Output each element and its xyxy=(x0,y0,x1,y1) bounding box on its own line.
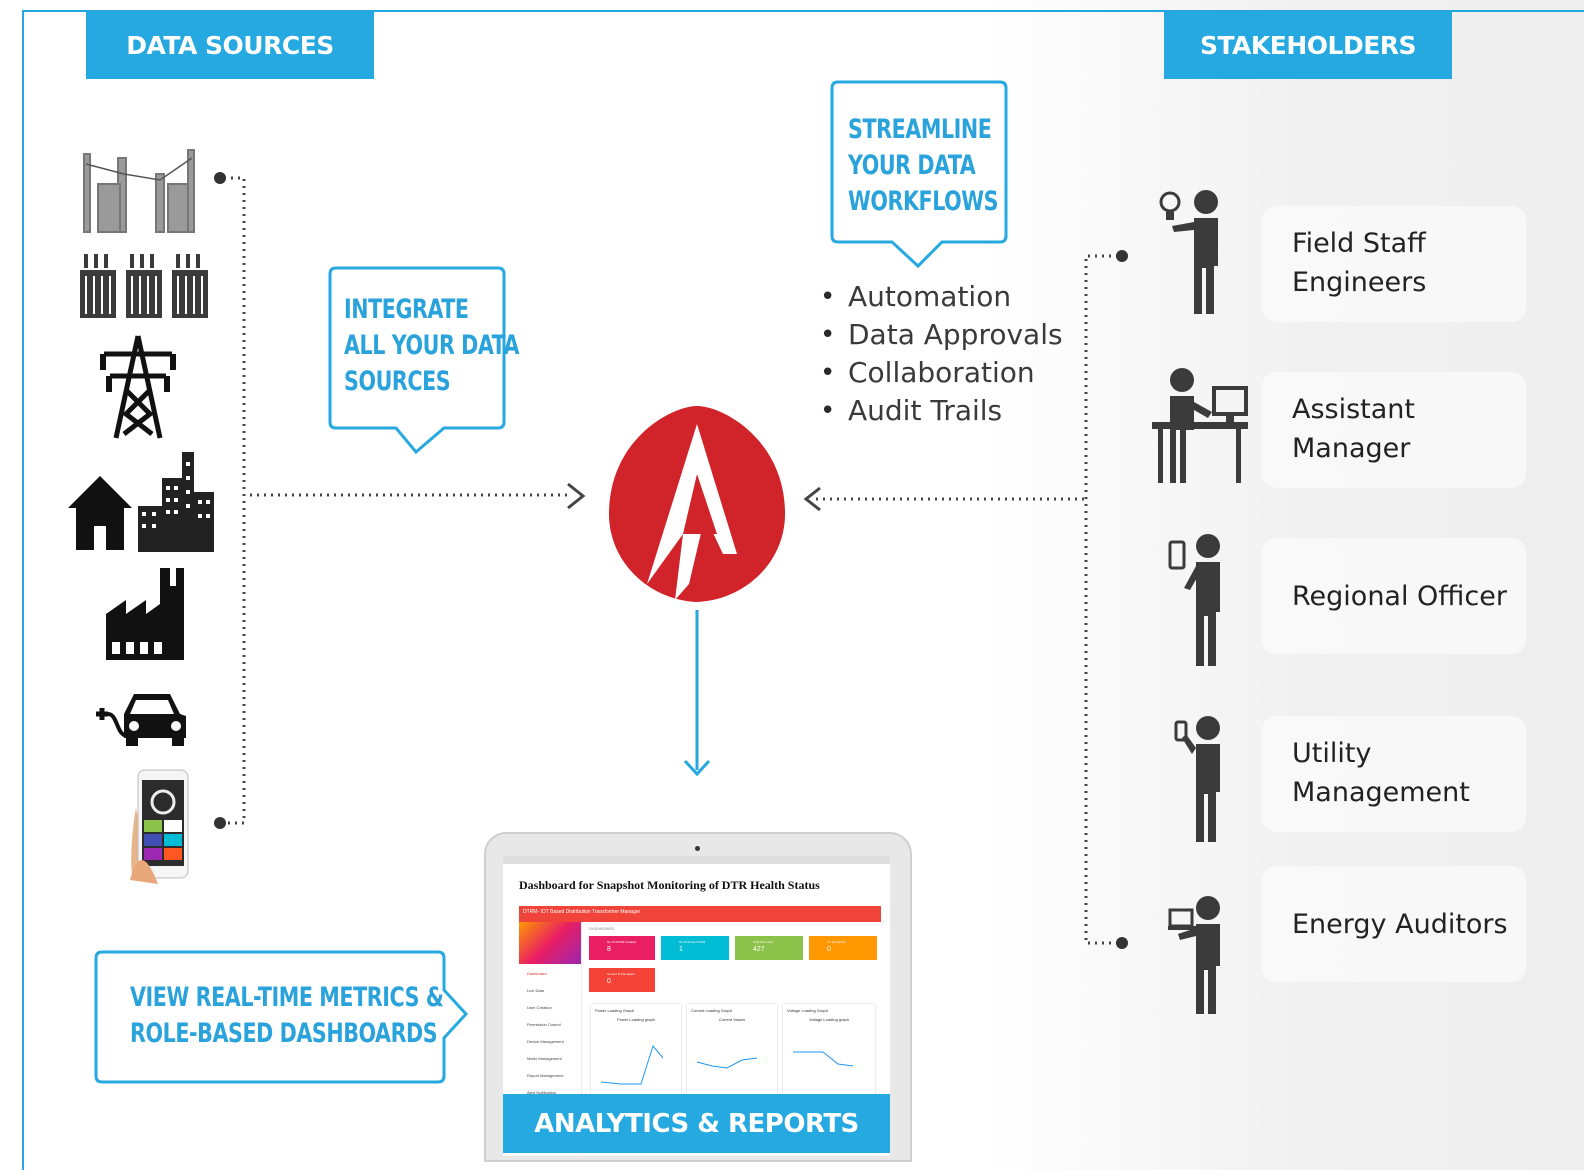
person-phone-icon xyxy=(1174,716,1220,842)
stakeholder-label-line: Regional Officer xyxy=(1292,581,1507,612)
callout-line: INTEGRATE xyxy=(344,294,469,325)
streamline-callout-text: STREAMLINE YOUR DATA WORKFLOWS xyxy=(848,112,998,220)
stat-card-value: 427 xyxy=(753,946,765,953)
feature-list: Automation Data Approvals Collaboration … xyxy=(820,278,1063,430)
callout-line: WORKFLOWS xyxy=(848,186,999,217)
stakeholder-label: Field Staff Engineers xyxy=(1292,224,1426,302)
transformers-icon xyxy=(80,254,208,318)
home-city-icon xyxy=(68,452,214,552)
app-bar-title: DTRM- IOT Based Distribution Transformer… xyxy=(523,909,641,915)
stakeholders-header: STAKEHOLDERS xyxy=(1164,12,1452,79)
stakeholder-label-line: Engineers xyxy=(1292,267,1427,298)
stat-card[interactable]: Total kVA Load 427 xyxy=(735,936,803,960)
graph-title: Power Loading graph xyxy=(616,1017,656,1022)
stakeholder-card xyxy=(1262,206,1526,322)
data-sources-header: DATA SOURCES xyxy=(86,12,374,79)
view-callout-text: VIEW REAL-TIME METRICS & ROLE-BASED DASH… xyxy=(130,980,444,1052)
analytics-reports-banner: ANALYTICS & REPORTS xyxy=(503,1094,890,1153)
feature-item: Data Approvals xyxy=(820,316,1063,354)
stakeholder-label-line: Manager xyxy=(1292,433,1411,464)
electric-vehicle-icon xyxy=(96,694,186,746)
user-banner xyxy=(519,922,581,964)
integrate-callout-bubble xyxy=(328,266,506,455)
window-titlebar xyxy=(503,856,890,864)
callout-line: STREAMLINE xyxy=(848,114,992,145)
dashboard-title: Dashboard for Snapshot Monitoring of DTR… xyxy=(519,878,820,892)
factory-icon xyxy=(106,568,184,660)
streamline-callout-bubble xyxy=(830,80,1008,269)
stat-card-label: No Of DTRM installed xyxy=(607,940,637,944)
stakeholder-card xyxy=(1262,372,1526,488)
person-desk-computer-icon xyxy=(1152,368,1248,483)
menu-item[interactable]: User Creation xyxy=(527,1005,552,1010)
stakeholder-label: Regional Officer xyxy=(1292,577,1507,616)
person-laptop-icon xyxy=(1168,896,1220,1014)
platform-logo-icon xyxy=(609,406,785,602)
diagram-frame xyxy=(22,10,1584,1170)
voltage-loading-sparkline xyxy=(793,1051,854,1067)
callout-line: SOURCES xyxy=(344,366,451,397)
feature-item: Audit Trails xyxy=(820,392,1063,430)
graph-panel-title: Power Loading Graph xyxy=(595,1008,634,1013)
person-lightbulb-icon xyxy=(1159,190,1218,314)
app-bar: DTRM- IOT Based Distribution Transformer… xyxy=(519,906,881,922)
transmission-tower-icon xyxy=(100,335,176,439)
menu-item[interactable]: Permission Control xyxy=(527,1022,561,1027)
stat-card[interactable]: CT Interuption 0 xyxy=(809,936,877,960)
stakeholder-label-line: Utility xyxy=(1292,738,1372,769)
callout-line: ROLE-BASED DASHBOARDS xyxy=(130,1018,438,1049)
stat-card-value: 0 xyxy=(827,946,831,953)
callout-line: ALL YOUR DATA xyxy=(344,330,520,361)
dashboard-section-label: DASHBOARD xyxy=(589,926,615,931)
stakeholder-label-line: Management xyxy=(1292,777,1470,808)
stat-card-label: CT Interuption xyxy=(827,940,846,944)
graph-panel-title: Current Loading Graph xyxy=(691,1008,732,1013)
menu-item[interactable]: Report Management xyxy=(527,1073,564,1078)
power-loading-sparkline xyxy=(600,1044,664,1085)
feature-item: Automation xyxy=(820,278,1063,316)
stat-card-label: Current D Interuption xyxy=(607,972,636,976)
stakeholder-label: Assistant Manager xyxy=(1292,390,1415,468)
stat-card-label: Total kVA Load xyxy=(753,940,773,944)
stakeholder-label: Energy Auditors xyxy=(1292,905,1508,944)
feature-item: Collaboration xyxy=(820,354,1063,392)
stakeholder-label-line: Field Staff xyxy=(1292,228,1426,259)
webcam-icon xyxy=(695,846,700,851)
graph-title: Voltage Loading graph xyxy=(808,1017,850,1022)
mobile-app-icon xyxy=(130,769,189,884)
stakeholder-card xyxy=(1262,538,1526,654)
stat-card[interactable]: No Of DTRM installed 8 xyxy=(589,936,655,960)
stakeholder-label: Utility Management xyxy=(1292,734,1470,812)
callout-line: YOUR DATA xyxy=(848,150,976,181)
person-tablet-icon xyxy=(1168,534,1220,666)
substation-icon xyxy=(78,144,208,234)
menu-item[interactable]: Dashboard xyxy=(527,971,547,976)
stat-card[interactable]: Current D Interuption 0 xyxy=(589,968,655,992)
graph-panel-title: Voltage Loading Graph xyxy=(787,1008,828,1013)
stat-card-value: 8 xyxy=(607,946,611,953)
stat-card-label: No Of Active DTRM xyxy=(679,940,706,944)
stakeholder-label-line: Assistant xyxy=(1292,394,1416,425)
menu-item[interactable]: Alert Notification xyxy=(527,1090,557,1095)
stat-card-value: 1 xyxy=(679,946,683,953)
menu-item[interactable]: Live Data xyxy=(527,988,544,993)
stat-card-value: 0 xyxy=(607,978,611,985)
current-values-sparkline xyxy=(696,1057,758,1069)
menu-item[interactable]: Meter Management xyxy=(527,1056,562,1061)
stakeholder-label-line: Energy Auditors xyxy=(1292,909,1508,940)
stat-card[interactable]: No Of Active DTRM 1 xyxy=(661,936,729,960)
view-callout-bubble xyxy=(94,950,469,1084)
callout-line: VIEW REAL-TIME METRICS & xyxy=(130,982,444,1013)
stakeholder-card xyxy=(1262,866,1526,982)
stakeholder-card xyxy=(1262,716,1526,832)
menu-item[interactable]: Device Management xyxy=(527,1039,564,1044)
graph-title: Current Values xyxy=(718,1017,746,1022)
integrate-callout-text: INTEGRATE ALL YOUR DATA SOURCES xyxy=(344,292,520,400)
